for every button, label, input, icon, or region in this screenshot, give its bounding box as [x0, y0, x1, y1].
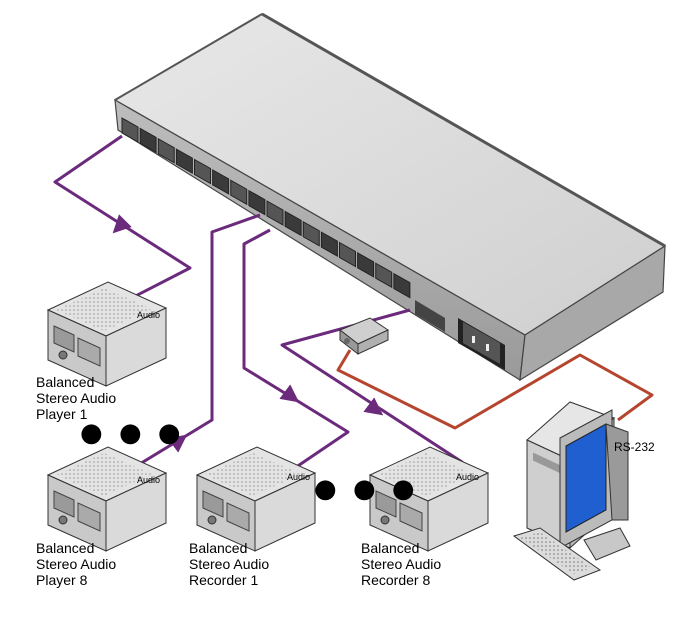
rs232-connector-icon: [339, 317, 390, 356]
player8-label: Balanced Stereo Audio Player 8: [36, 540, 117, 588]
recorder1-deck-icon: [195, 446, 317, 552]
audio-terminal-block: [302, 220, 320, 247]
audio-terminal-block: [139, 127, 157, 154]
audio-terminal-block: [212, 169, 230, 195]
recorder8-deck-icon: [368, 446, 490, 552]
audio-terminal-block: [375, 262, 393, 289]
audio-terminal-block: [194, 158, 211, 185]
recorder1-audio-port-label: Audio: [287, 472, 311, 482]
audio-cable-recorder1: [242, 228, 350, 480]
audio-terminal-block: [230, 179, 248, 206]
computer-icon: [512, 401, 631, 581]
rs232-port-icon: [415, 300, 445, 332]
recorder8-audio-port-label: Audio: [456, 472, 480, 482]
recorder-ellipsis: ● ● ●: [314, 474, 419, 504]
matrix-switcher-icon: [113, 12, 667, 382]
player8-deck-icon: [46, 446, 168, 552]
audio-terminal-block: [320, 231, 338, 257]
audio-terminal-block: [248, 189, 266, 216]
player1-deck-icon: [46, 281, 168, 387]
audio-terminal-block: [357, 252, 375, 278]
power-socket-icon: [458, 318, 505, 370]
audio-terminal-block: [339, 241, 356, 268]
audio-cable-player8: [119, 213, 261, 478]
audio-connector-strip: [121, 117, 411, 299]
audio-terminal-block: [393, 272, 411, 299]
audio-terminal-block: [157, 137, 175, 164]
audio-terminal-block: [266, 200, 284, 226]
rs232-label: RS-232: [614, 440, 655, 454]
player1-audio-port-label: Audio: [137, 310, 161, 320]
recorder8-label: Balanced Stereo Audio Recorder 8: [361, 540, 442, 588]
audio-terminal-block: [121, 117, 139, 143]
audio-terminal-block: [284, 210, 302, 237]
rs232-cable: [336, 349, 654, 430]
recorder1-label: Balanced Stereo Audio Recorder 1: [189, 540, 270, 588]
player8-audio-port-label: Audio: [137, 475, 161, 485]
audio-terminal-block: [175, 148, 193, 174]
player-ellipsis: ● ● ●: [80, 418, 185, 448]
audio-cable-player1: [53, 134, 192, 307]
player1-label: Balanced Stereo Audio Player 1: [36, 374, 117, 422]
